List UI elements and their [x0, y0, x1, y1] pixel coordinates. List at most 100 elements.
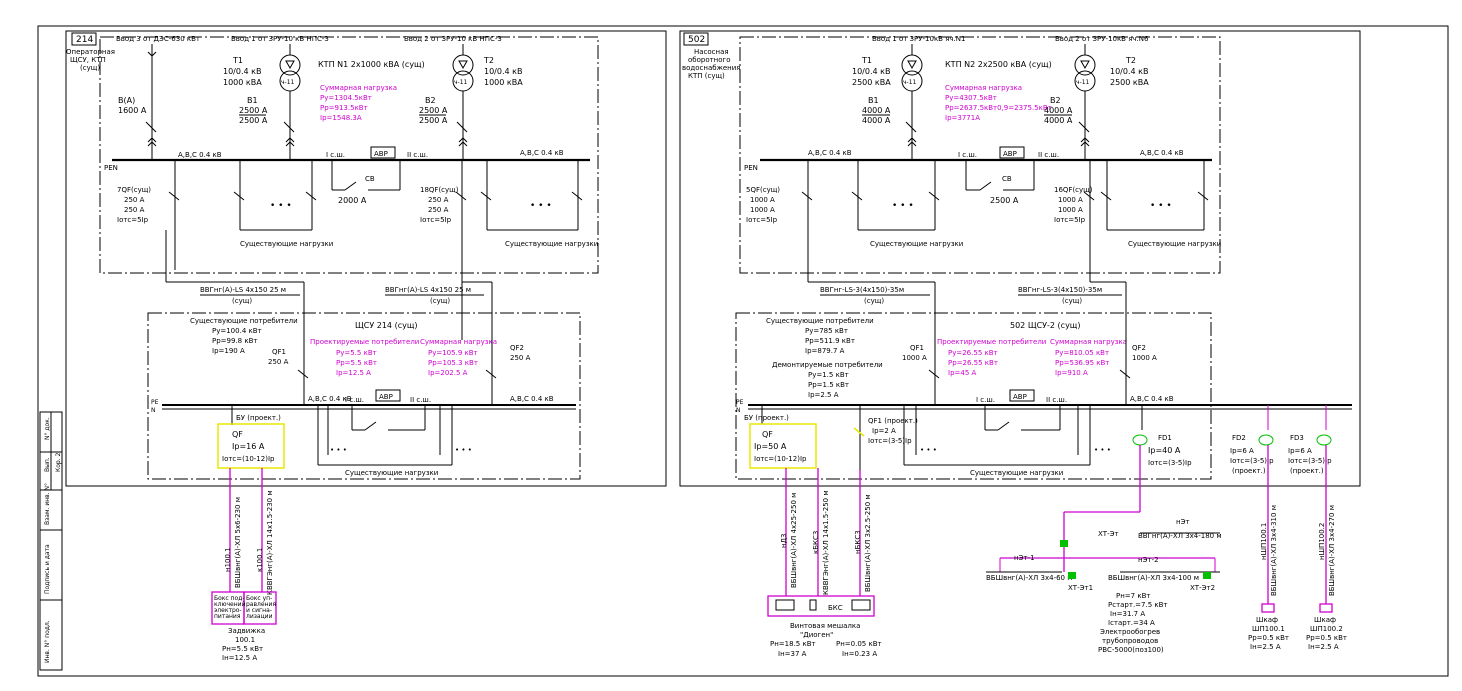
left-panel-title-2: (сущ) — [80, 64, 100, 72]
left-shsu-title: ЩСУ 214 (сущ) — [355, 321, 417, 330]
right-panel-number: 502 — [688, 35, 705, 45]
right-fd2-2: Iотс=(3-5)Iр — [1230, 457, 1274, 465]
right-fd1-1: Iр=40 А — [1148, 446, 1181, 455]
left-pen: PEN — [104, 164, 118, 172]
left-b2-0: В2 — [425, 96, 436, 105]
right-fd2-3: (проект.) — [1232, 467, 1266, 475]
left-sum-consumers-3: Iр=202.5 А — [428, 369, 468, 377]
right-sv-1: 2500 А — [990, 196, 1019, 205]
right-bus-label-1: А,В,С 0.4 кВ — [808, 149, 852, 157]
right-qf-new-box — [749, 423, 817, 469]
right-cable-shp1-0: нШП100.1 — [1260, 523, 1268, 560]
right-cable1-0: ВВГнг-LS-3(4х150)-35м — [820, 286, 904, 294]
right-fd3-3: (проект.) — [1290, 467, 1324, 475]
right-shsu-sec2: II с.ш. — [1046, 396, 1067, 404]
right-sum-consumers-0: Суммарная нагрузка — [1050, 338, 1127, 346]
left-shsu: ЩСУ 214 (сущ) Существующие потребители Р… — [147, 312, 581, 480]
left-qf7-3: Iотс=5Iр — [117, 216, 149, 224]
left-sum-load-3: Iр=1548.3А — [320, 114, 362, 122]
right-shsu-avr: АВР — [1013, 393, 1027, 401]
left-qf-new-2: Iотс=(10-12)Iр — [222, 455, 275, 463]
right-shsu-sec1: I с.ш. — [976, 396, 995, 404]
left-box-b-3: лизации — [246, 613, 273, 620]
svg-text:• • •: • • • — [330, 446, 347, 454]
right-qf1-proj-0: QF1 (проект.) — [868, 417, 918, 425]
right-demounted-0: Демонтируемые потребители — [772, 361, 883, 369]
right-cable-d3-1: ВБШвнг(А)-ХЛ 3х2.5-250 м — [864, 494, 872, 592]
right-n: N — [736, 407, 741, 414]
right-existing-consumers-2: Рр=511.9 кВт — [805, 337, 855, 345]
right-sec2: II с.ш. — [1038, 151, 1059, 159]
right-qf-new-2: Iотс=(10-12)Iр — [754, 455, 807, 463]
left-valve-0: Задвижка — [228, 627, 265, 635]
left-sv-0: СВ — [365, 175, 375, 183]
right-cable-em: ВВГнг(А)-ХЛ 3х4-180 м — [1138, 532, 1222, 540]
right-panel-title-0: Насосная — [694, 48, 729, 56]
right-cable2-1: (сущ) — [1062, 297, 1082, 305]
left-ktp: 214 Операторная ЩСУ, КТП (сущ) Ввод 3 от… — [66, 32, 599, 340]
left-t2-0: Т2 — [483, 56, 494, 65]
right-qf5-1: 1000 А — [750, 196, 775, 204]
svg-text:• • •: • • • — [892, 201, 914, 211]
left-qf7-1: 250 А — [124, 196, 145, 204]
right-cable-d1-1: ВБШвнг(А)-ХЛ 4х25-250 м — [790, 493, 798, 588]
left-t1-primary-icon — [279, 54, 301, 76]
right-cable-shp2-0: нШП100.2 — [1318, 523, 1326, 560]
left-qf1-1: 250 А — [268, 358, 289, 366]
left-panel-title-0: Операторная — [66, 48, 115, 56]
right-proj-consumers-0: Проектируемые потребители — [937, 338, 1046, 346]
left-feed1: Ввод 1 от ЗРУ-10 кВ НПС-3 — [231, 35, 329, 43]
left-qf2-0: QF2 — [510, 344, 524, 352]
right-existing-loads-2: Существующие нагрузки — [1128, 240, 1221, 248]
right-heating-2: Iн=31.7 А — [1110, 610, 1145, 618]
right-qf16-3: Iотс=5Iр — [1054, 216, 1086, 224]
left-qf18-0: 18QF(сущ) — [420, 186, 459, 194]
right-cable-em1: ВБШвнг(А)-ХЛ 3х4-60 м — [986, 574, 1073, 582]
left-pe: PE — [151, 399, 159, 406]
right-b1-2: 4000 А — [862, 116, 891, 125]
right-proj-consumers-2: Рр=26.55 кВт — [948, 359, 998, 367]
right-demounted-1: Ру=1.5 кВт — [808, 371, 849, 379]
right-t1-0: Т1 — [861, 56, 872, 65]
left-valve-1: 100.1 — [235, 636, 255, 644]
right-qf5-3: Iотс=5Iр — [746, 216, 778, 224]
left-bgen-1: 1600 А — [118, 106, 147, 115]
drawing-border — [37, 25, 1449, 677]
svg-text:ч-11: ч-11 — [903, 79, 917, 86]
left-qf7-2: 250 А — [124, 206, 145, 214]
right-t2-primary-icon — [1074, 54, 1096, 76]
svg-text:ч-11: ч-11 — [454, 79, 468, 86]
left-bus-label-2: А,В,С 0.4 кВ — [520, 149, 564, 157]
right-sum-load-3: Iр=3771А — [945, 114, 980, 122]
right-cable-d2-1: КВВГЭнг(А)-ХЛ 14х1.5-250 м — [822, 490, 830, 595]
right-demounted-3: Iр=2.5 А — [808, 391, 839, 399]
left-box-b-1: равления — [246, 601, 276, 608]
right-pen: PEN — [744, 164, 758, 172]
stamp-label-4: N° док. — [44, 417, 51, 440]
right-b1-0: В1 — [868, 96, 879, 105]
right-mixer-0: Винтовая мешалка — [790, 622, 860, 630]
left-cable2-1: (сущ) — [430, 297, 450, 305]
xt-em1-terminal-icon — [1068, 572, 1076, 579]
left-cable1-1: (сущ) — [232, 297, 252, 305]
right-shp1-3: Iн=2.5 А — [1250, 643, 1281, 651]
left-existing-consumers-2: Рр=99.8 кВт — [212, 337, 257, 345]
right-qf1-proj-2: Iотс=(3-5)Iр — [868, 437, 912, 445]
left-ktp-boundary — [99, 36, 599, 274]
right-t2-1: 10/0.4 кВ — [1110, 67, 1148, 76]
left-bgen-0: В(А) — [118, 96, 135, 105]
svg-text:• • •: • • • — [1094, 446, 1111, 454]
left-b1-1: 2500 А — [239, 106, 268, 115]
left-existing-consumers-0: Существующие потребители — [190, 317, 298, 325]
right-qf2-1: 1000 А — [1132, 354, 1157, 362]
left-sec1: I с.ш. — [326, 151, 345, 159]
xt-em-terminal-icon — [1060, 540, 1068, 547]
left-proj-consumers-2: Рр=5.5 кВт — [336, 359, 377, 367]
right-qf-new-0: QF — [762, 430, 773, 439]
right-sheet-frame — [679, 30, 1361, 487]
left-feed3: Ввод 3 от ДЭС-630 кВт — [116, 35, 200, 43]
right-heating-6: РВС-5000(поз100) — [1098, 646, 1164, 654]
right-xt-em2: ХТ-Эт2 — [1190, 584, 1215, 592]
stamp-label-1: Подпись и дата — [44, 544, 51, 594]
right-ktp: 502 Насосная оборотного водоснабжения КТ… — [682, 32, 1221, 274]
